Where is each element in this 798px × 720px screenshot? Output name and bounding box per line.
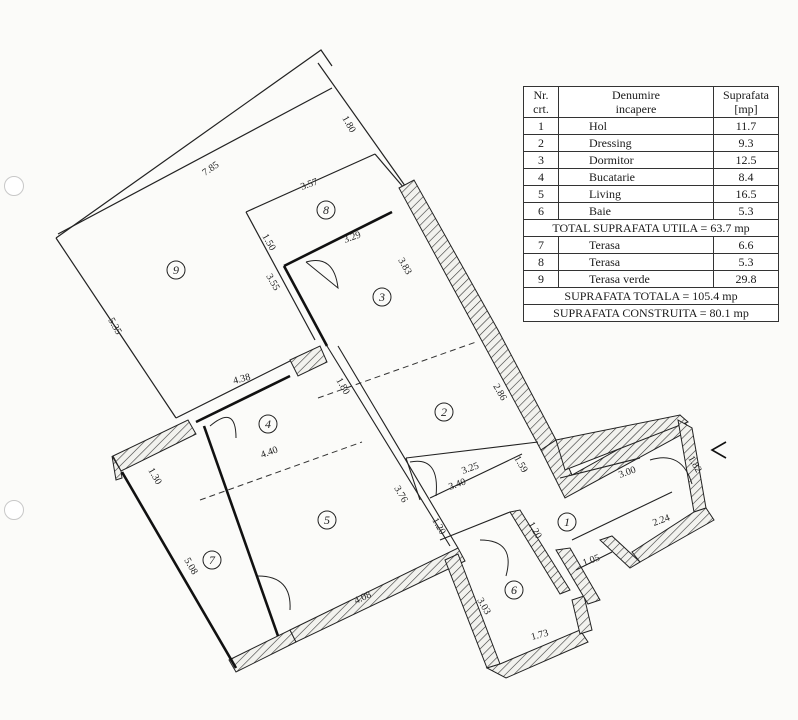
dim-label: 7.85 <box>201 160 222 179</box>
dim-label: 1.80 <box>333 376 351 397</box>
col-header-name: Denumire incapere <box>558 86 714 118</box>
svg-text:8: 8 <box>323 203 329 217</box>
dim-label: 3.76 <box>391 484 409 505</box>
main-walls <box>120 210 393 669</box>
dim-label: 1.20 <box>429 516 447 537</box>
dim-label: 3.25 <box>460 460 480 476</box>
svg-text:9: 9 <box>173 263 179 277</box>
dim-label: 5.08 <box>181 556 199 577</box>
room-label-8: 8 <box>316 200 336 220</box>
room-label-9: 9 <box>166 260 186 280</box>
svg-text:5: 5 <box>324 513 330 527</box>
dim-label: 3.55 <box>263 272 281 293</box>
svg-text:1: 1 <box>564 515 570 529</box>
svg-text:7: 7 <box>209 553 216 567</box>
room-label-3: 3 <box>372 287 392 307</box>
dim-label: 3.83 <box>395 256 413 277</box>
svg-text:4: 4 <box>265 417 271 431</box>
dim-label: 2.24 <box>651 512 671 528</box>
room-label-1: 1 <box>557 512 577 532</box>
dim-label: 3.40 <box>447 476 467 492</box>
hatched-walls <box>111 179 715 679</box>
col-header-nr: Nr. crt. <box>523 86 559 118</box>
svg-text:6: 6 <box>511 583 517 597</box>
dim-label: 1.80 <box>339 114 357 135</box>
room-labels: 9 8 3 4 2 5 1 7 6 <box>166 200 577 600</box>
svg-text:2: 2 <box>441 405 447 419</box>
interior-walls <box>326 345 673 571</box>
dim-label: 3.29 <box>342 229 362 245</box>
dim-label: 5.35 <box>105 316 123 337</box>
dim-label: 4.40 <box>259 444 279 460</box>
total-suprafata-row: SUPRAFATA TOTALA = 105.4 mp <box>523 287 779 305</box>
binder-hole <box>4 176 24 196</box>
total-util-row: TOTAL SUPRAFATA UTILA = 63.7 mp <box>523 219 779 237</box>
total-construita-row: SUPRAFATA CONSTRUITA = 80.1 mp <box>523 304 779 322</box>
table-header-row: Nr. crt. Denumire incapere Suprafata [mp… <box>523 86 779 118</box>
col-header-area: Suprafata [mp] <box>713 86 779 118</box>
room-label-4: 4 <box>258 414 278 434</box>
room-label-7: 7 <box>202 550 222 570</box>
svg-text:3: 3 <box>378 290 385 304</box>
room-label-6: 6 <box>504 580 524 600</box>
dashed-lines <box>199 341 477 501</box>
dim-label: 4.38 <box>232 372 252 387</box>
door-swings <box>209 260 693 611</box>
terrace-9-outline <box>55 49 409 419</box>
dim-label: 3.57 <box>299 176 319 192</box>
dim-label: 1.05 <box>581 552 601 568</box>
dim-label: 1.73 <box>530 628 550 643</box>
dim-label: 1.30 <box>145 466 163 487</box>
room-label-2: 2 <box>434 402 454 422</box>
area-table: Nr. crt. Denumire incapere Suprafata [mp… <box>523 86 779 322</box>
entrance-arrow-icon <box>710 441 727 459</box>
dim-label: 1.59 <box>511 454 529 475</box>
binder-hole <box>4 500 24 520</box>
room-label-5: 5 <box>317 510 337 530</box>
